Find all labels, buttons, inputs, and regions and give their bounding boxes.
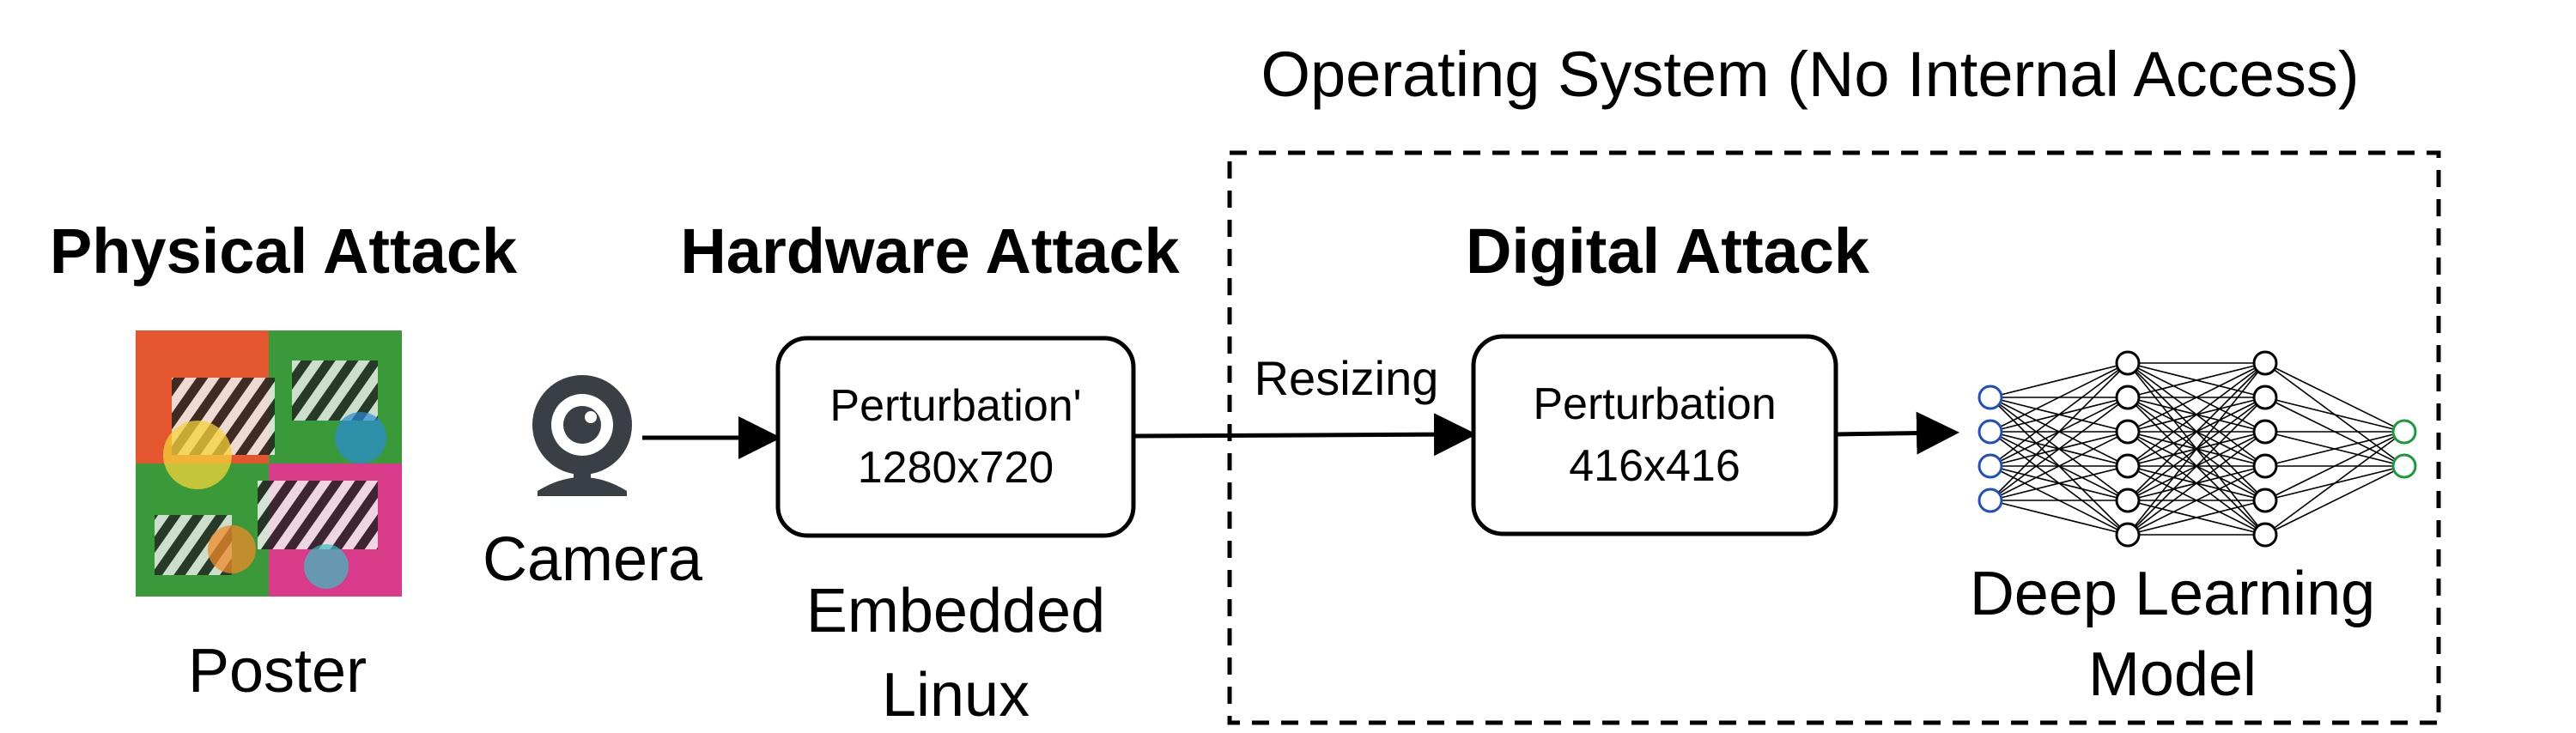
nn-hidden-node [2115, 419, 2141, 445]
nn-hidden-node [2115, 522, 2141, 548]
resizing-label: Resizing [1255, 351, 1439, 405]
nn-input-node [1978, 419, 2003, 445]
nn-connection [2127, 362, 2266, 501]
nn-input-node [1978, 488, 2003, 513]
nn-hidden-node [2115, 350, 2141, 376]
nn-connection [2127, 431, 2266, 536]
embedded-label-line1: Embedded [806, 577, 1105, 645]
os-region-label: Operating System (No Internal Access) [1261, 39, 2359, 110]
nn-output-node [2391, 419, 2417, 445]
nn-hidden-node [2252, 385, 2278, 410]
hardware-perturbation-box [775, 336, 1136, 538]
camera-label: Camera [483, 525, 703, 594]
nn-connection [1990, 362, 2129, 433]
hardware-box-line2: 1280x720 [858, 443, 1054, 493]
nn-connection [2264, 362, 2405, 433]
model-label-line2: Model [2088, 640, 2257, 709]
nn-hidden-node [2115, 488, 2141, 513]
nn-connection [1990, 362, 2129, 398]
arrow-to-model [1835, 411, 1959, 455]
nn-connection [2127, 362, 2266, 433]
nn-connection [1990, 431, 2129, 501]
neural-network-icon [1978, 350, 2417, 548]
hardware-box-line1: Perturbation' [829, 381, 1081, 431]
nn-output-node [2391, 453, 2417, 479]
nn-input-node [1978, 385, 2003, 410]
nn-connection [2127, 362, 2266, 467]
os-region-boundary [1227, 150, 2441, 725]
nn-connection [2264, 465, 2405, 536]
nn-connection [2127, 465, 2266, 536]
hardware-attack-title: Hardware Attack [680, 215, 1180, 287]
nn-connection [2127, 362, 2266, 398]
nn-connection [2264, 397, 2405, 433]
digital-perturbation-box [1471, 334, 1838, 536]
nn-connection [1990, 362, 2129, 467]
nn-connection [2264, 431, 2405, 467]
nn-connection [1990, 500, 2129, 536]
nn-hidden-node [2115, 385, 2141, 410]
nn-connection [2127, 500, 2266, 536]
arrow-resizing [1133, 413, 1477, 457]
digital-box-line1: Perturbation [1533, 379, 1776, 429]
digital-box-line2: 416x416 [1569, 441, 1741, 491]
poster-label: Poster [188, 637, 367, 706]
model-label-line1: Deep Learning [1970, 560, 2375, 628]
nn-connection [2264, 431, 2405, 536]
nn-hidden-node [2252, 522, 2278, 548]
nn-hidden-node [2252, 350, 2278, 376]
embedded-label-line2: Linux [882, 661, 1030, 730]
digital-attack-title: Digital Attack [1466, 215, 1870, 287]
nn-connection [2127, 397, 2266, 536]
nn-hidden-node [2252, 453, 2278, 479]
adversarial-poster-image [136, 330, 402, 597]
nn-hidden-node [2252, 488, 2278, 513]
nn-connection [1990, 397, 2129, 501]
physical-attack-title: Physical Attack [50, 215, 518, 287]
webcam-icon [532, 375, 632, 496]
nn-input-node [1978, 453, 2003, 479]
nn-connection [2264, 431, 2405, 501]
nn-connection [2127, 362, 2266, 536]
nn-hidden-node [2252, 419, 2278, 445]
nn-connection [1990, 362, 2129, 501]
nn-hidden-node [2115, 453, 2141, 479]
nn-connection [1990, 465, 2129, 501]
